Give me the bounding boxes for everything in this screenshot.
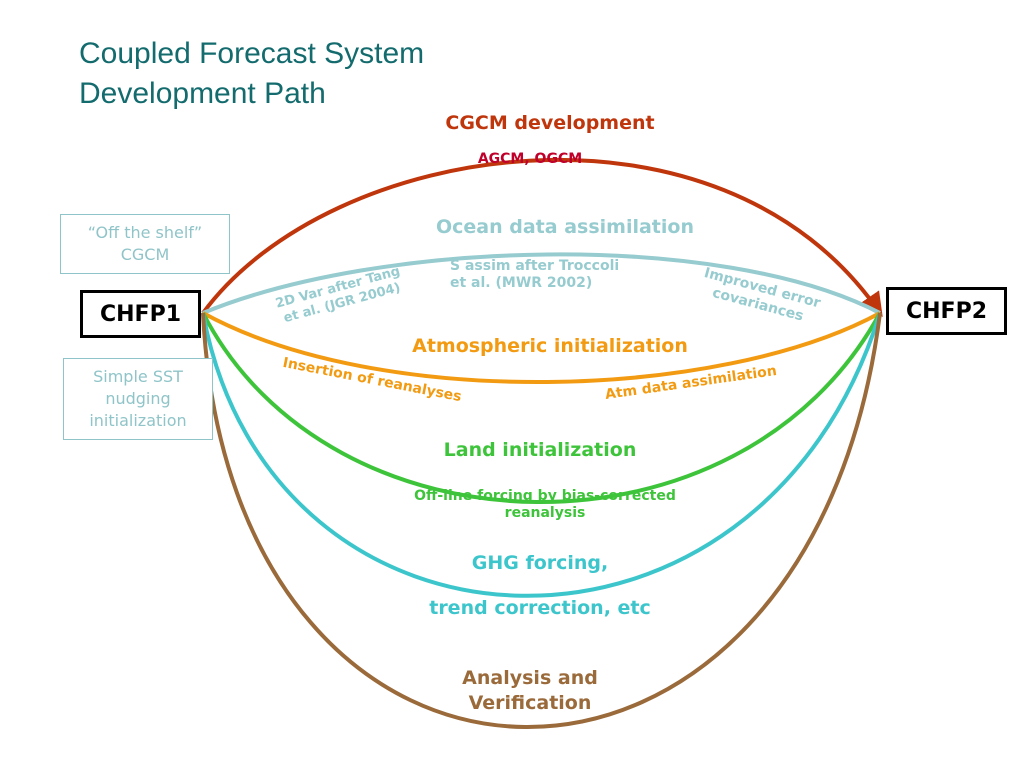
- ocean-mid-line-1: S assim after Troccoli: [450, 258, 620, 274]
- chfp2-box: CHFP2: [886, 287, 1007, 335]
- ghg-line-2: trend correction, etc: [429, 597, 651, 619]
- ghg-line-1: GHG forcing,: [471, 552, 609, 574]
- cgcm-subtitle: AGCM, OGCM: [477, 151, 583, 167]
- land-sub-line-1: Off-line forcing by bias-corrected: [414, 488, 676, 504]
- off-shelf-line-2: CGCM: [120, 245, 170, 264]
- sst-line-3: initialization: [89, 411, 187, 430]
- ocean-mid-line-2: et al. (MWR 2002): [450, 274, 593, 291]
- sst-note: Simple SST nudging initialization: [63, 358, 213, 440]
- page-title: Coupled Forecast System Development Path: [79, 34, 424, 114]
- off-shelf-note: “Off the shelf” CGCM: [60, 214, 230, 274]
- analysis-line-2: Verification: [468, 692, 592, 714]
- cgcm-title: CGCM development: [445, 112, 655, 134]
- analysis-curve: [201, 312, 882, 729]
- title-line-2: Development Path: [79, 77, 326, 110]
- ocean-curve: [202, 252, 881, 315]
- title-line-1: Coupled Forecast System: [79, 37, 425, 70]
- chfp1-box: CHFP1: [80, 290, 201, 338]
- land-curve: [201, 312, 882, 504]
- land-subtitle: Off-line forcing by bias-corrected reana…: [370, 488, 720, 522]
- sst-line-1: Simple SST: [93, 367, 183, 386]
- analysis-line-1: Analysis and: [462, 667, 598, 689]
- chfp2-label: CHFP2: [905, 298, 988, 324]
- cgcm-curve: [201, 157, 883, 317]
- atm-title: Atmospheric initialization: [412, 335, 688, 357]
- atm-curve: [202, 311, 881, 385]
- ocean-title: Ocean data assimilation: [436, 216, 694, 238]
- sst-line-2: nudging: [105, 389, 171, 408]
- land-sub-line-2: reanalysis: [504, 504, 586, 521]
- off-shelf-line-1: “Off the shelf”: [87, 223, 203, 242]
- chfp1-label: CHFP1: [99, 301, 182, 327]
- ghg-curve: [201, 312, 882, 598]
- analysis-label: Analysis and Verification: [420, 666, 640, 716]
- ocean-mid-note: S assim after Troccoli et al. (MWR 2002): [450, 258, 619, 292]
- land-title: Land initialization: [443, 439, 637, 461]
